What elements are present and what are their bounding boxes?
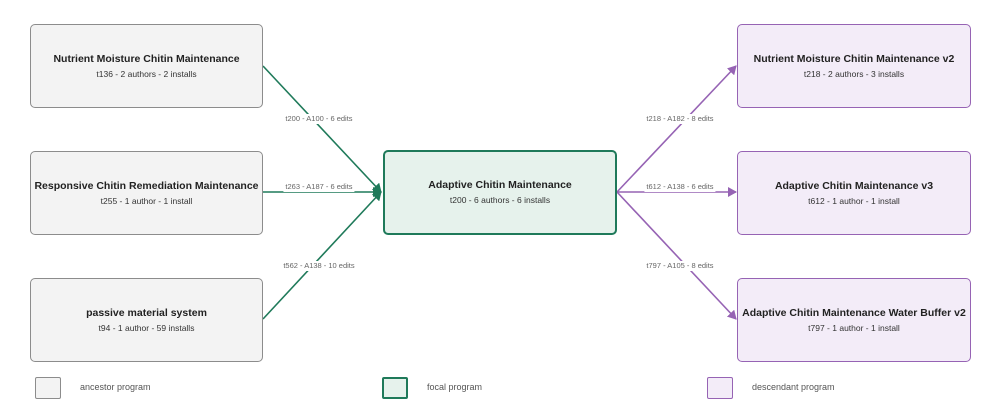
legend-swatch-focal — [382, 377, 408, 399]
edge-label-out-1: t218 - A182 - 8 edits — [644, 114, 716, 124]
node-meta: t612 - 1 author - 1 install — [808, 195, 900, 206]
node-meta: t94 - 1 author - 59 installs — [98, 322, 195, 333]
descendant-node-3[interactable]: Adaptive Chitin Maintenance Water Buffer… — [737, 278, 971, 362]
legend-swatch-descendant — [707, 377, 733, 399]
descendant-node-1[interactable]: Nutrient Moisture Chitin Maintenance v2 … — [737, 24, 971, 108]
edge-label-out-2: t612 - A138 - 6 edits — [644, 182, 716, 192]
edge-in-3 — [262, 191, 382, 320]
edge-label-in-3: t562 - A138 - 10 edits — [281, 261, 357, 271]
ancestor-node-1[interactable]: Nutrient Moisture Chitin Maintenance t13… — [30, 24, 263, 108]
edge-label-in-2: t263 - A187 - 6 edits — [283, 182, 355, 192]
legend-swatch-ancestor — [35, 377, 61, 399]
node-title: Adaptive Chitin Maintenance Water Buffer… — [742, 306, 966, 319]
node-meta: t255 - 1 author - 1 install — [100, 195, 193, 206]
edge-in-1 — [262, 65, 382, 193]
legend-label-focal: focal program — [427, 382, 483, 392]
descendant-node-2[interactable]: Adaptive Chitin Maintenance v3 t612 - 1 … — [737, 151, 971, 235]
node-meta: t797 - 1 author - 1 install — [808, 322, 900, 333]
node-meta: t136 - 2 authors - 2 installs — [96, 68, 197, 79]
legend-label-ancestor: ancestor program — [80, 382, 151, 392]
edge-out-3 — [616, 191, 737, 320]
node-meta: t200 - 6 authors - 6 installs — [449, 195, 551, 205]
edge-out-1 — [616, 65, 737, 193]
node-title: Adaptive Chitin Maintenance — [428, 179, 572, 191]
ancestor-node-2[interactable]: Responsive Chitin Remediation Maintenanc… — [30, 151, 263, 235]
node-title: Responsive Chitin Remediation Maintenanc… — [34, 179, 259, 192]
node-title: passive material system — [86, 306, 207, 319]
ancestor-node-3[interactable]: passive material system t94 - 1 author -… — [30, 278, 263, 362]
node-title: Nutrient Moisture Chitin Maintenance v2 — [753, 52, 955, 65]
edge-label-out-3: t797 - A105 - 8 edits — [644, 261, 716, 271]
node-title: Adaptive Chitin Maintenance v3 — [774, 179, 934, 192]
focal-node[interactable]: Adaptive Chitin Maintenance t200 - 6 aut… — [383, 150, 617, 235]
edge-label-in-1: t200 - A100 - 6 edits — [283, 114, 355, 124]
node-title: Nutrient Moisture Chitin Maintenance — [53, 52, 240, 65]
node-meta: t218 - 2 authors - 3 installs — [803, 68, 905, 79]
legend-label-descendant: descendant program — [752, 382, 835, 392]
